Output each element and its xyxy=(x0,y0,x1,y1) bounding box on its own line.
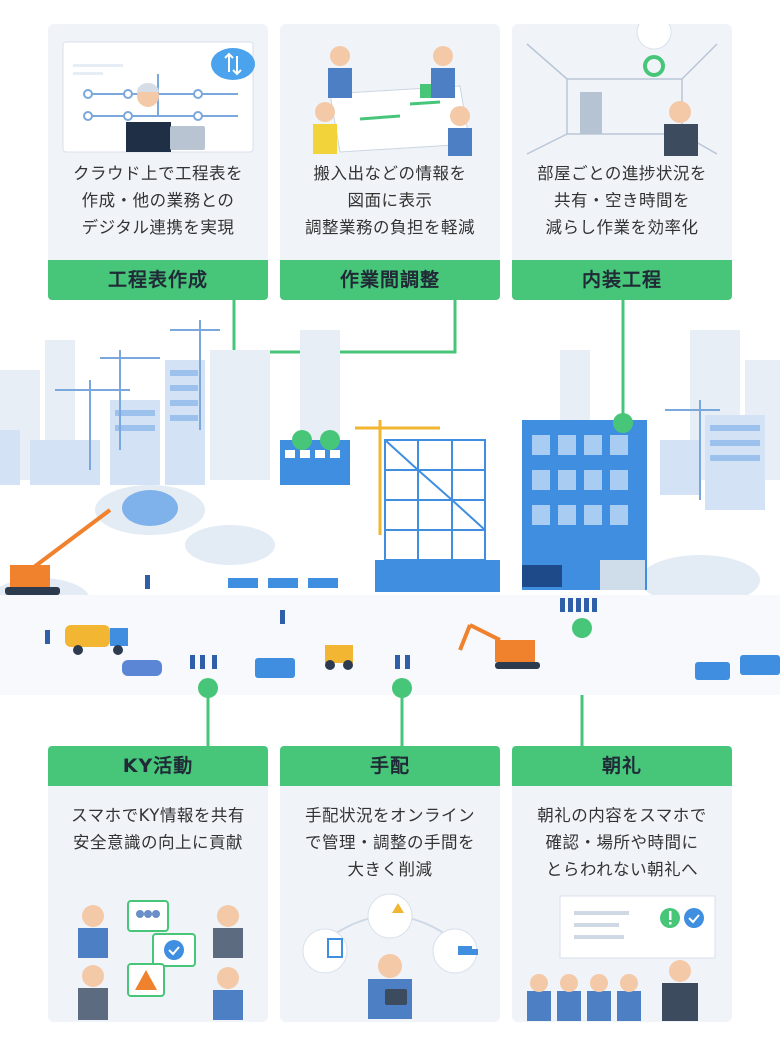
morning-meeting-illustration xyxy=(527,895,716,1021)
card-label-morning-meeting: 朝礼 xyxy=(512,746,732,786)
coordination-illustration xyxy=(313,46,472,156)
check-icon xyxy=(152,933,196,967)
ky-illustration xyxy=(78,900,243,1020)
card-label-coordination: 作業間調整 xyxy=(280,260,500,300)
card-label-arrangement: 手配 xyxy=(280,746,500,786)
document-icon xyxy=(327,938,343,958)
card-ky: KY活動 スマホでKY情報を共有安全意識の向上に貢献 xyxy=(48,746,268,1022)
location-pin-icon xyxy=(636,24,672,77)
card-description: 搬入出などの情報を図面に表示調整業務の負担を軽減 xyxy=(305,164,475,237)
card-label-schedule: 工程表作成 xyxy=(48,260,268,300)
card-description: 手配状況をオンラインで管理・調整の手間を大きく削減 xyxy=(305,806,475,879)
card-description: クラウド上で工程表を作成・他の業務とのデジタル連携を実現 xyxy=(73,164,243,237)
exclamation-icon xyxy=(660,908,680,928)
card-interior: 部屋ごとの進捗状況を共有・空き時間を減らし作業を効率化 内装工程 xyxy=(512,24,732,300)
card-coordination: 搬入出などの情報を図面に表示調整業務の負担を軽減 作業間調整 xyxy=(280,24,500,300)
cloud-sync-icon xyxy=(211,48,255,80)
card-description: 朝礼の内容をスマホで確認・場所や時間にとらわれない朝礼へ xyxy=(537,806,707,879)
card-morning-meeting: 朝礼 朝礼の内容をスマホで確認・場所や時間にとらわれない朝礼へ xyxy=(512,746,732,1022)
warning-icon xyxy=(127,963,165,997)
construction-site-illustration xyxy=(0,320,780,695)
card-description: 部屋ごとの進捗状況を共有・空き時間を減らし作業を効率化 xyxy=(537,164,707,237)
arrangement-illustration xyxy=(302,893,478,1019)
card-label-interior: 内装工程 xyxy=(512,260,732,300)
card-label-ky: KY活動 xyxy=(48,746,268,786)
card-arrangement: 手配 手配状況をオンラインで管理・調整の手間を大きく削減 xyxy=(280,746,500,1022)
check-icon xyxy=(684,908,704,928)
card-schedule: クラウド上で工程表を作成・他の業務とのデジタル連携を実現 工程表作成 xyxy=(48,24,268,300)
schedule-illustration xyxy=(62,41,255,153)
truck-icon xyxy=(458,946,478,955)
interior-illustration xyxy=(526,24,718,156)
card-description: スマホでKY情報を共有安全意識の向上に貢献 xyxy=(71,806,245,852)
